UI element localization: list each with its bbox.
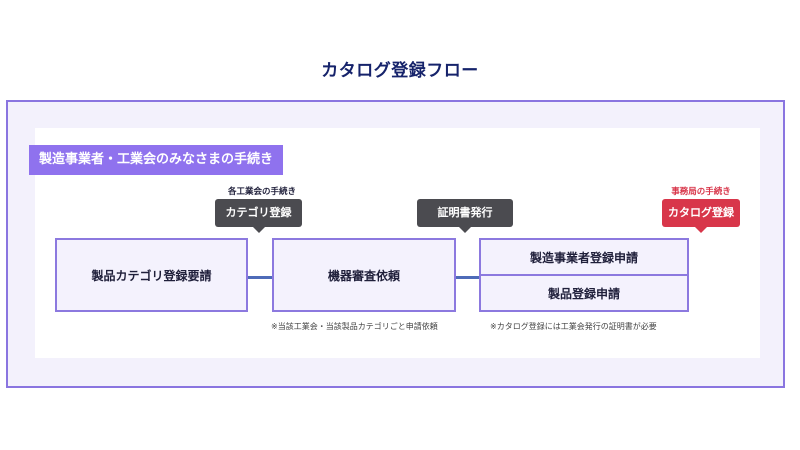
product-registration-box: 製品登録申請 [479, 274, 689, 312]
industry-association-steps-label: 各工業会の手続き [227, 187, 296, 197]
review-note: ※当該工業会・当該製品カテゴリごと申請依頼 [271, 322, 438, 331]
secretariat-steps-label: 事務局の手続き [671, 187, 731, 197]
manufacturer-registration-label: 製造事業者登録申請 [529, 250, 638, 265]
page-title: カタログ登録フロー [321, 61, 479, 81]
catalog-note: ※カタログ登録には工業会発行の証明書が必要 [490, 322, 657, 331]
connector-line-1 [248, 276, 272, 279]
product-category-request-box: 製品カテゴリ登録要請 [55, 238, 248, 312]
certificate-issuance-tag: 証明書発行 [417, 199, 513, 233]
category-registration-tag: カテゴリ登録 [215, 199, 302, 233]
equipment-review-request-label: 機器審査依頼 [327, 268, 400, 283]
manufacturer-registration-box: 製造事業者登録申請 [479, 238, 689, 276]
connector-line-2 [456, 276, 479, 279]
product-registration-label: 製品登録申請 [547, 286, 620, 301]
product-category-request-label: 製品カテゴリ登録要請 [91, 268, 212, 283]
equipment-review-request-box: 機器審査依頼 [272, 238, 456, 312]
section-banner: 製造事業者・工業会のみなさまの手続き [29, 145, 284, 175]
catalog-registration-tag: カタログ登録 [662, 199, 740, 233]
